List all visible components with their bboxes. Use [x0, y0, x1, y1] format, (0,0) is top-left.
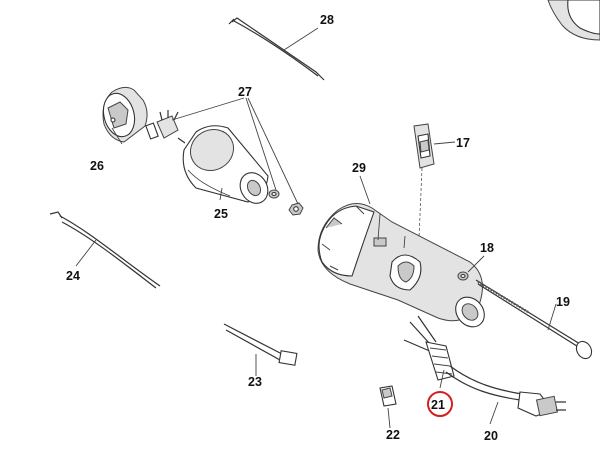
corner-partial-part	[547, 0, 600, 41]
nut-part-18	[457, 271, 469, 281]
label-17: 17	[456, 136, 470, 150]
label-20: 20	[484, 429, 498, 443]
connector-part-22	[379, 385, 397, 407]
leader-lines	[75, 27, 557, 429]
label-29: 29	[352, 161, 366, 175]
label-25: 25	[214, 207, 228, 221]
label-22: 22	[386, 428, 400, 442]
highlighted-part-21: 21	[427, 391, 453, 417]
label-21: 21	[431, 398, 445, 412]
bracket-part-17	[413, 123, 435, 263]
label-18: 18	[480, 241, 494, 255]
washer-parts-27	[268, 189, 304, 216]
label-23: 23	[248, 375, 262, 389]
end-cap-part-26	[102, 86, 148, 143]
switch-part-27	[145, 110, 179, 140]
label-19: 19	[556, 295, 570, 309]
housing-part-29	[317, 203, 485, 328]
power-cord-part-20	[445, 365, 566, 417]
label-24: 24	[66, 269, 80, 283]
label-26: 26	[90, 159, 104, 173]
label-27: 27	[238, 85, 252, 99]
label-28: 28	[320, 13, 334, 27]
rod-part-19	[475, 279, 593, 360]
nozzle-cone-part-25	[177, 125, 269, 204]
strain-relief-part-21	[403, 315, 455, 381]
wire-part-24	[49, 211, 161, 289]
cable-tie-part-23	[223, 323, 298, 366]
wire-part-28	[228, 17, 325, 81]
